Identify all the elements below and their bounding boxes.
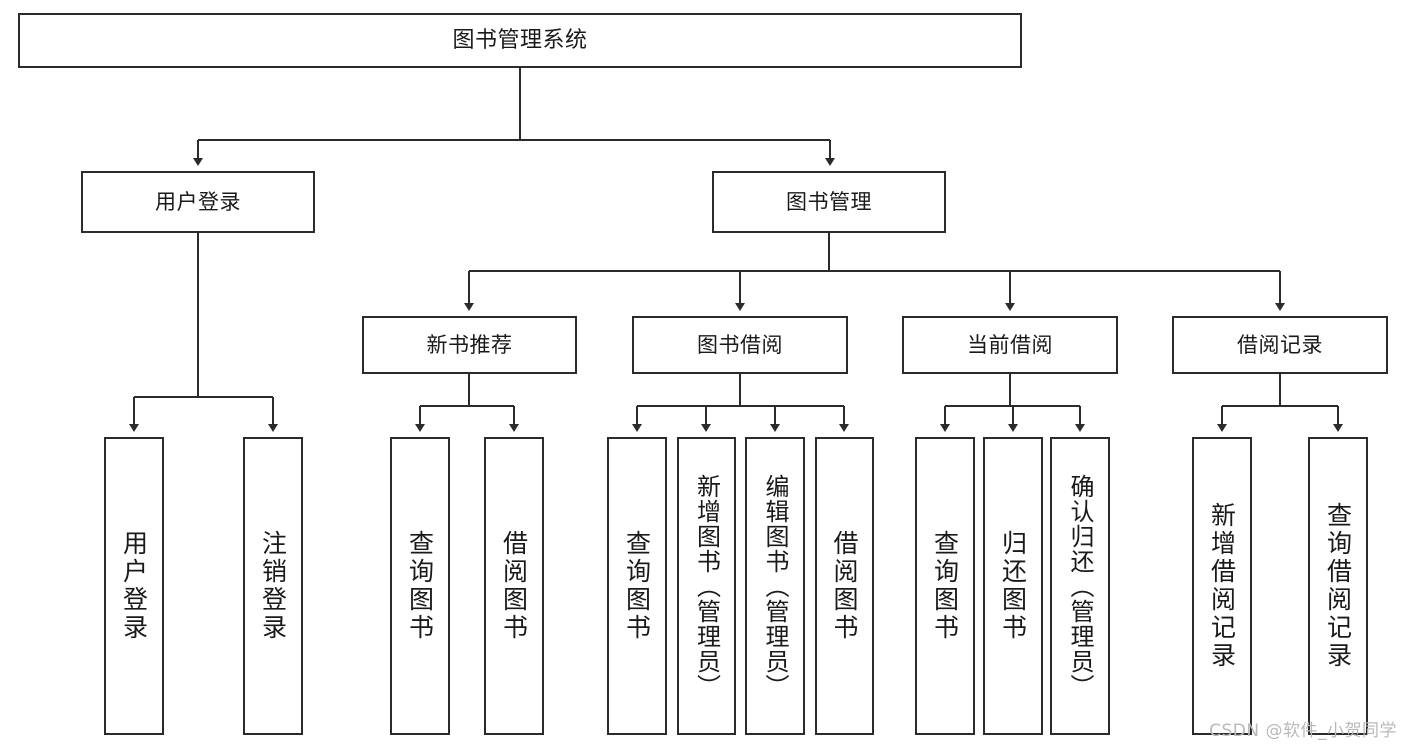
- node-leaf-borrow-book-2-label: 借阅图书: [830, 530, 859, 642]
- node-leaf-logout[interactable]: 注销登录: [243, 437, 303, 735]
- node-new-book-recommend-label: 新书推荐: [426, 332, 513, 357]
- node-leaf-return-book-label: 归还图书: [998, 530, 1028, 642]
- node-leaf-add-borrow-record[interactable]: 新增借阅记录: [1192, 437, 1252, 735]
- watermark: CSDN @软件_小贺同学: [1209, 721, 1397, 741]
- node-leaf-borrow-book-1[interactable]: 借阅图书: [484, 437, 544, 735]
- node-leaf-add-borrow-record-label: 新增借阅记录: [1207, 502, 1237, 670]
- node-leaf-query-book-3-label: 查询图书: [930, 530, 960, 642]
- node-leaf-query-book-2-label: 查询图书: [622, 530, 652, 642]
- node-book-manage[interactable]: 图书管理: [712, 171, 946, 233]
- node-current-borrow-label: 当前借阅: [967, 332, 1053, 357]
- node-leaf-confirm-return-admin[interactable]: 确认归还（管理员）: [1050, 437, 1110, 735]
- node-leaf-query-book-2[interactable]: 查询图书: [607, 437, 667, 735]
- node-leaf-return-book[interactable]: 归还图书: [983, 437, 1043, 735]
- node-leaf-confirm-return-admin-label: 确认归还（管理员）: [1066, 473, 1094, 699]
- node-leaf-user-login[interactable]: 用户登录: [104, 437, 164, 735]
- node-leaf-user-login-label: 用户登录: [119, 530, 149, 642]
- node-user-login-label: 用户登录: [155, 189, 241, 214]
- node-user-login[interactable]: 用户登录: [81, 171, 315, 233]
- node-leaf-edit-book-admin-label: 编辑图书（管理员）: [761, 473, 789, 699]
- node-leaf-edit-book-admin[interactable]: 编辑图书（管理员）: [745, 437, 805, 735]
- node-leaf-query-borrow-record-label: 查询借阅记录: [1323, 502, 1353, 670]
- node-leaf-borrow-book-2[interactable]: 借阅图书: [815, 437, 874, 735]
- node-current-borrow[interactable]: 当前借阅: [902, 316, 1118, 374]
- node-book-borrow-label: 图书借阅: [697, 332, 783, 357]
- node-leaf-add-book-admin-label: 新增图书（管理员）: [692, 473, 721, 699]
- node-leaf-add-book-admin[interactable]: 新增图书（管理员）: [677, 437, 736, 735]
- node-root[interactable]: 图书管理系统: [18, 13, 1022, 68]
- node-borrow-record-label: 借阅记录: [1237, 332, 1323, 357]
- node-leaf-borrow-book-1-label: 借阅图书: [499, 530, 529, 642]
- node-leaf-logout-label: 注销登录: [258, 530, 288, 642]
- node-leaf-query-borrow-record[interactable]: 查询借阅记录: [1308, 437, 1368, 735]
- node-leaf-query-book-1-label: 查询图书: [405, 530, 435, 642]
- node-new-book-recommend[interactable]: 新书推荐: [362, 316, 577, 374]
- node-book-manage-label: 图书管理: [786, 189, 872, 214]
- node-root-label: 图书管理系统: [452, 27, 588, 53]
- node-leaf-query-book-1[interactable]: 查询图书: [390, 437, 450, 735]
- node-borrow-record[interactable]: 借阅记录: [1172, 316, 1388, 374]
- node-leaf-query-book-3[interactable]: 查询图书: [915, 437, 975, 735]
- node-book-borrow[interactable]: 图书借阅: [632, 316, 848, 374]
